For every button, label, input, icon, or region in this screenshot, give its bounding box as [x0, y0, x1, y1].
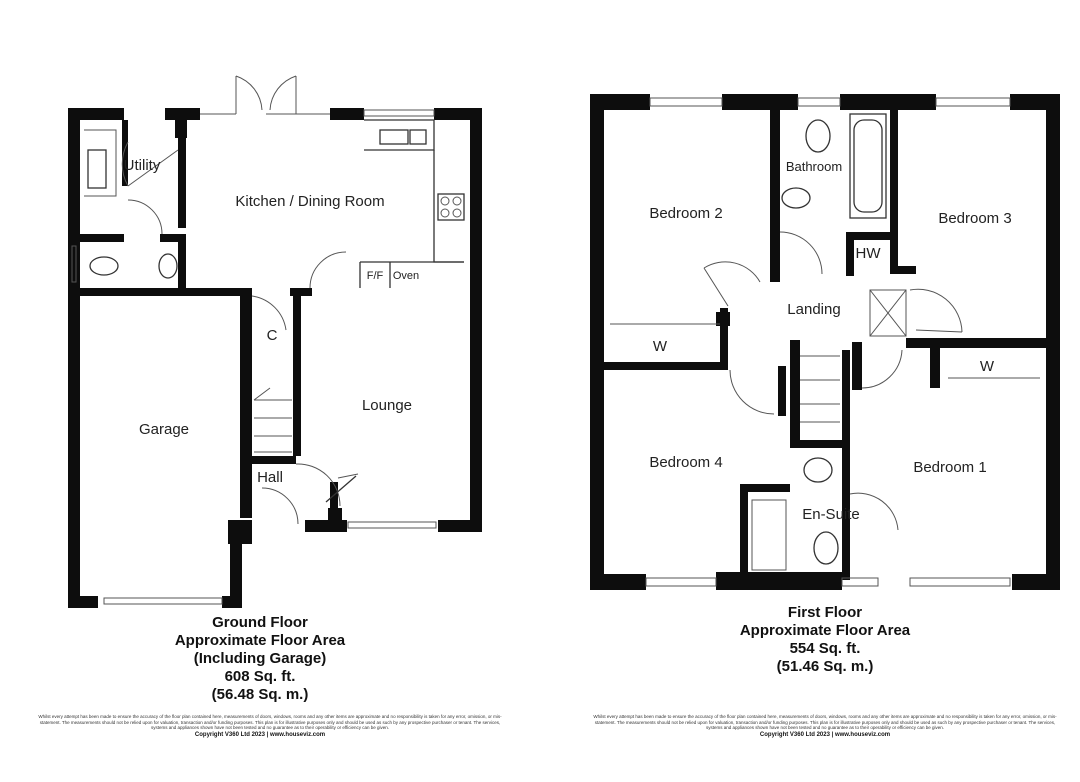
- ground-floor-plan: [68, 75, 482, 608]
- bedroom-4-label: Bedroom 4: [649, 454, 722, 471]
- first-floor-area-sqm: (51.46 Sq. m.): [776, 658, 874, 675]
- landing-label: Landing: [787, 301, 840, 318]
- first-floor-plan: [590, 94, 1060, 590]
- bathroom-label: Bathroom: [786, 159, 842, 174]
- hot-water-label: HW: [856, 245, 882, 262]
- first-floor-area-heading: Approximate Floor Area: [739, 622, 911, 639]
- ground-floor-title: Ground Floor: [212, 614, 308, 631]
- garage-label: Garage: [139, 421, 189, 438]
- cupboard-label: C: [267, 327, 278, 344]
- first-floor-caption: First Floor Approximate Floor Area 554 S…: [700, 604, 950, 676]
- oven-label: Oven: [393, 270, 419, 282]
- bedroom-2-label: Bedroom 2: [649, 205, 722, 222]
- ground-floor-caption: Ground Floor Approximate Floor Area (Inc…: [140, 614, 380, 704]
- ground-floor-area-sqm: (56.48 Sq. m.): [211, 686, 309, 703]
- utility-label: Utility: [124, 157, 161, 174]
- ground-floor-disclaimer: Whilst every attempt has been made to en…: [38, 714, 502, 730]
- bedroom-1-label: Bedroom 1: [913, 459, 986, 476]
- first-floor-copyright: Copyright V360 Ltd 2023 | www.houseviz.c…: [759, 732, 891, 738]
- en-suite-label: En-Suite: [802, 506, 860, 523]
- ground-floor-area-heading: Approximate Floor Area: [174, 632, 346, 649]
- first-floor-disclaimer: Whilst every attempt has been made to en…: [593, 714, 1057, 730]
- ground-floor-including-garage: (Including Garage): [193, 650, 327, 667]
- ground-floor-area-sqft: 608 Sq. ft.: [224, 668, 296, 685]
- fridge-freezer-label: F/F: [367, 270, 384, 282]
- kitchen-dining-label: Kitchen / Dining Room: [235, 193, 384, 210]
- wardrobe-left-label: W: [653, 338, 668, 355]
- wardrobe-right-label: W: [980, 358, 995, 375]
- hall-label: Hall: [257, 469, 283, 486]
- first-floor-area-sqft: 554 Sq. ft.: [789, 640, 861, 657]
- bedroom-3-label: Bedroom 3: [938, 210, 1011, 227]
- first-floor-title: First Floor: [787, 604, 863, 621]
- ground-floor-copyright: Copyright V360 Ltd 2023 | www.houseviz.c…: [194, 732, 326, 738]
- lounge-label: Lounge: [362, 397, 412, 414]
